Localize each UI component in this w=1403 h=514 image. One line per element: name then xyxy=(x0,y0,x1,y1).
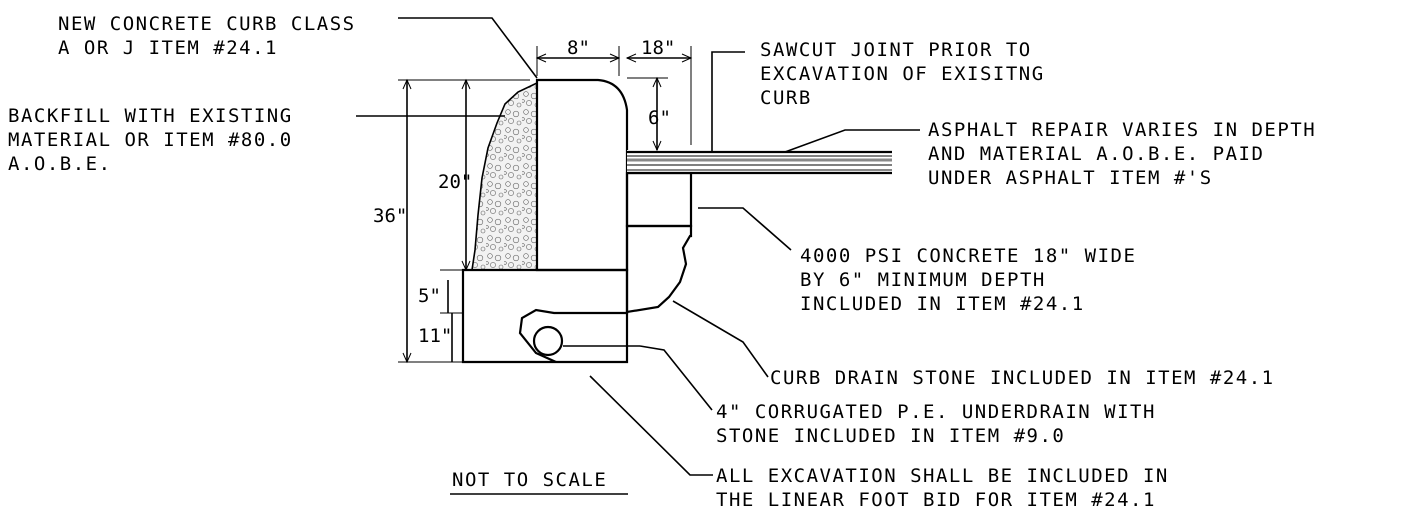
backfill-label-line2: MATERIAL OR ITEM #80.0 xyxy=(8,129,293,151)
dim-stone-bottom: 11" xyxy=(418,325,452,347)
dimension-text: 8" 18" 6" 20" 36" 5" 11" xyxy=(373,37,675,347)
leader-curb xyxy=(398,17,538,79)
excavation-label-line1: ALL EXCAVATION SHALL BE INCLUDED IN xyxy=(716,465,1169,487)
sawcut-label-line2: EXCAVATION OF EXISITNG xyxy=(760,63,1045,85)
callout-text: NEW CONCRETE CURB CLASS A OR J ITEM #24.… xyxy=(8,13,1316,511)
curb-label-line1: NEW CONCRETE CURB CLASS xyxy=(58,13,356,35)
section-objects xyxy=(461,78,892,364)
trench-outline xyxy=(556,313,629,364)
dim-stone-top: 5" xyxy=(418,285,441,307)
sawcut-label-line3: CURB xyxy=(760,87,812,109)
backfill-label-line1: BACKFILL WITH EXISTING xyxy=(8,105,293,127)
stone-bedding xyxy=(461,268,629,364)
asphalt-label-line3: UNDER ASPHALT ITEM #'S xyxy=(928,167,1213,189)
dim-total-depth: 36" xyxy=(373,205,407,227)
scale-note: NOT TO SCALE xyxy=(452,469,607,491)
stone-label: CURB DRAIN STONE INCLUDED IN ITEM #24.1 xyxy=(770,367,1275,389)
asphalt-repair-layers xyxy=(627,150,892,175)
dim-concrete-depth: 6" xyxy=(648,107,671,129)
asphalt-label-line2: AND MATERIAL A.O.B.E. PAID xyxy=(928,143,1264,165)
dim-concrete-width: 18" xyxy=(641,37,675,59)
leader-excavation xyxy=(589,375,713,476)
dim-curb-height: 20" xyxy=(438,171,472,193)
leader-underdrain-b xyxy=(639,345,713,411)
curb-label-line2: A OR J ITEM #24.1 xyxy=(58,37,278,59)
leader-sawcut xyxy=(711,51,745,152)
dim-curb-width: 8" xyxy=(567,37,590,59)
leader-psi xyxy=(698,207,792,251)
underdrain-pipe xyxy=(532,325,564,357)
dimension-lines xyxy=(398,46,693,364)
curb-body xyxy=(535,78,629,272)
excavation-label-line2: THE LINEAR FOOT BID FOR ITEM #24.1 xyxy=(716,489,1156,511)
curb-drain-stone xyxy=(625,224,693,314)
underdrain-label-line2: STONE INCLUDED IN ITEM #9.0 xyxy=(716,425,1065,447)
asphalt-label-line1: ASPHALT REPAIR VARIES IN DEPTH xyxy=(928,119,1316,141)
sawcut-label-line1: SAWCUT JOINT PRIOR TO xyxy=(760,39,1032,61)
concrete-block xyxy=(625,171,693,228)
leader-stone xyxy=(672,300,769,378)
psi-label-line2: BY 6" MINIMUM DEPTH xyxy=(800,269,1046,291)
leader-lines xyxy=(356,17,920,476)
psi-label-line1: 4000 PSI CONCRETE 18" WIDE xyxy=(800,245,1136,267)
backfill-area xyxy=(471,81,538,271)
leader-asphalt xyxy=(784,129,920,153)
backfill-label-line3: A.O.B.E. xyxy=(8,153,112,175)
underdrain-label-line1: 4" CORRUGATED P.E. UNDERDRAIN WITH xyxy=(716,401,1156,423)
psi-label-line3: INCLUDED IN ITEM #24.1 xyxy=(800,293,1085,315)
